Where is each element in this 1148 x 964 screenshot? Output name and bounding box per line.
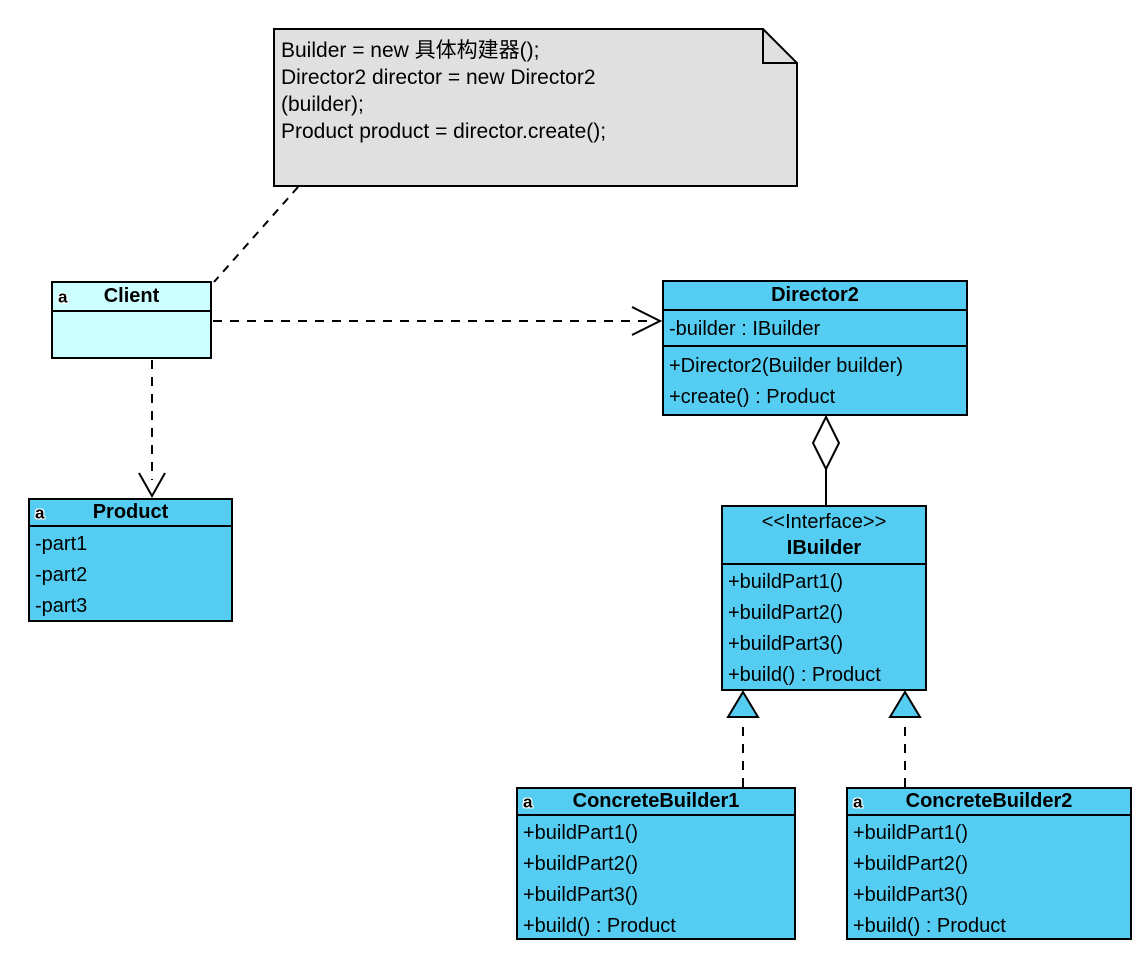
attribute: -part3	[35, 595, 88, 617]
dependency-client-director2	[213, 306, 663, 336]
class-name: ConcreteBuilder2	[905, 790, 1073, 812]
attribute: -part1	[35, 533, 88, 555]
note-line: Product product = director.create();	[281, 120, 607, 143]
method: +create() : Product	[669, 386, 836, 408]
class-client: a Client	[51, 281, 212, 359]
method: +buildPart3()	[853, 884, 969, 906]
attributes-compartment: -part1 -part2 -part3	[30, 525, 231, 620]
class-name: ConcreteBuilder1	[572, 790, 740, 812]
code-note: Builder = new 具体构建器(); Director2 directo…	[281, 37, 786, 145]
method: +build() : Product	[523, 915, 676, 937]
note-fold-icon	[762, 29, 797, 64]
realization-triangle-icon	[726, 690, 760, 718]
open-arrowhead-icon	[138, 472, 166, 499]
method: +buildPart3()	[728, 633, 844, 655]
class-name: Director2	[771, 284, 859, 306]
class-header: a ConcreteBuilder2	[848, 789, 1130, 814]
method: +buildPart1()	[853, 822, 969, 844]
class-header: a Client	[53, 283, 210, 310]
note-shape	[273, 28, 798, 187]
method: +buildPart2()	[728, 602, 844, 624]
class-concretebuilder2: a ConcreteBuilder2 +buildPart1() +buildP…	[846, 787, 1132, 940]
open-arrowhead-icon	[631, 306, 663, 336]
class-header: a Product	[30, 500, 231, 525]
method: +buildPart1()	[728, 571, 844, 593]
method: +build() : Product	[853, 915, 1006, 937]
class-a-icon: a	[853, 792, 863, 811]
class-name: IBuilder	[786, 537, 862, 559]
method: +buildPart3()	[523, 884, 639, 906]
note-line: Director2 director = new Director2	[281, 66, 596, 89]
class-header: Director2	[664, 282, 966, 309]
class-a-icon: a	[35, 503, 45, 522]
attribute: -part2	[35, 564, 88, 586]
method: +Director2(Builder builder)	[669, 355, 903, 377]
attributes-compartment	[53, 310, 210, 359]
method: +buildPart2()	[523, 853, 639, 875]
methods-compartment: +Director2(Builder builder) +create() : …	[664, 345, 966, 414]
class-header: a ConcreteBuilder1	[518, 789, 794, 814]
class-header: <<Interface>> IBuilder	[723, 507, 925, 563]
class-concretebuilder1: a ConcreteBuilder1 +buildPart1() +buildP…	[516, 787, 796, 940]
stereotype-label: <<Interface>>	[761, 511, 887, 533]
methods-compartment: +buildPart1() +buildPart2() +buildPart3(…	[723, 563, 925, 689]
class-name: Client	[103, 285, 160, 307]
note-anchor-line	[213, 186, 299, 283]
class-a-icon: a	[58, 287, 68, 306]
realization-concretebuilder1-ibuilder	[726, 690, 760, 787]
note-line: (builder);	[281, 93, 364, 116]
class-name: Product	[92, 501, 169, 523]
method: +buildPart1()	[523, 822, 639, 844]
class-director2: Director2 -builder : IBuilder +Director2…	[662, 280, 968, 416]
methods-compartment: +buildPart1() +buildPart2() +buildPart3(…	[848, 814, 1130, 938]
method: +build() : Product	[728, 664, 881, 686]
aggregation-diamond-icon	[811, 414, 841, 472]
interface-ibuilder: <<Interface>> IBuilder +buildPart1() +bu…	[721, 505, 927, 691]
dependency-client-product	[138, 360, 166, 499]
attribute: -builder : IBuilder	[669, 318, 821, 340]
realization-concretebuilder2-ibuilder	[888, 690, 922, 787]
class-a-icon: a	[523, 792, 533, 811]
methods-compartment: +buildPart1() +buildPart2() +buildPart3(…	[518, 814, 794, 938]
attributes-compartment: -builder : IBuilder	[664, 309, 966, 345]
realization-triangle-icon	[888, 690, 922, 718]
class-product: a Product -part1 -part2 -part3	[28, 498, 233, 622]
method: +buildPart2()	[853, 853, 969, 875]
note-line: Builder = new 具体构建器();	[281, 39, 540, 62]
aggregation-director2-ibuilder	[811, 414, 841, 505]
